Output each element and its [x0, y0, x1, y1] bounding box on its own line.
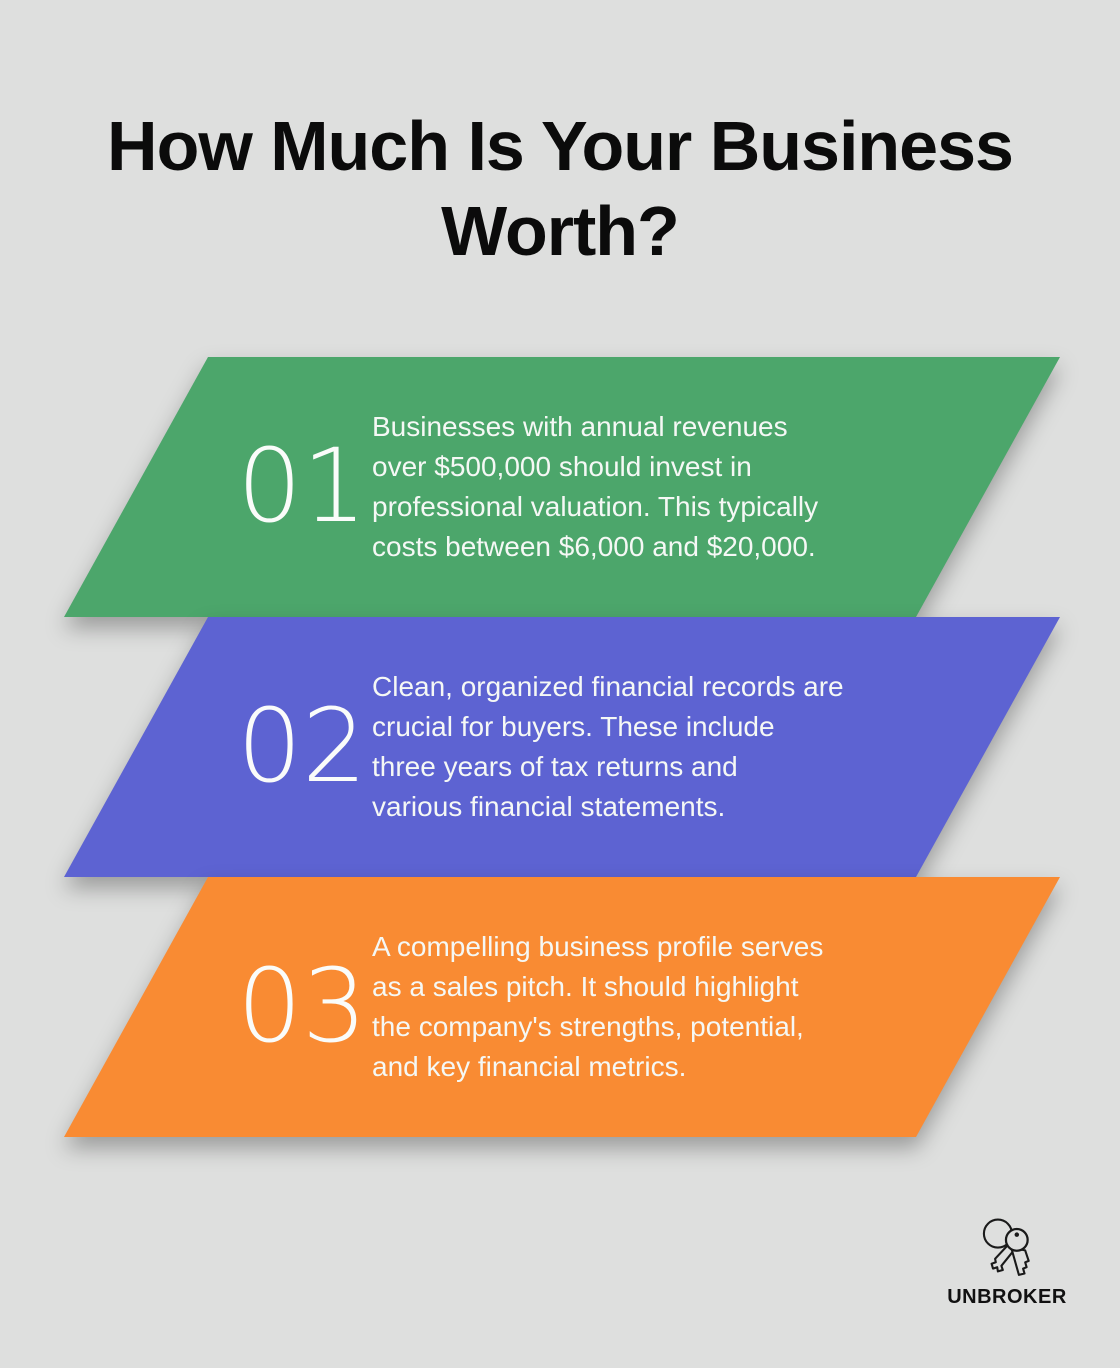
step-band-1: 01 Businesses with annual revenues over …	[64, 357, 1060, 617]
page-title-line-2: Worth?	[441, 192, 680, 270]
step-text-line: over $500,000 should invest in	[372, 451, 752, 482]
keys-icon	[971, 1214, 1043, 1284]
step-number-2: 02	[237, 687, 367, 806]
step-text-2: Clean, organized financial records are c…	[372, 667, 844, 827]
step-text-line: the company's strengths, potential,	[372, 1011, 804, 1042]
step-band-3-shadow	[64, 877, 1060, 1137]
step-band-3: 03 A compelling business profile serves …	[64, 877, 1060, 1137]
step-text-line: costs between $6,000 and $20,000.	[372, 531, 816, 562]
step-band-1-shape	[64, 357, 1060, 617]
step-band-2-shape	[64, 617, 1060, 877]
step-band-2-shadow	[64, 617, 1060, 877]
step-text-line: as a sales pitch. It should highlight	[372, 971, 799, 1002]
step-number-1: 01	[237, 427, 367, 546]
step-text-line: professional valuation. This typically	[372, 491, 819, 522]
step-text-line: three years of tax returns and	[372, 751, 738, 782]
step-text-line: A compelling business profile serves	[372, 931, 824, 962]
step-band-1-shadow	[64, 357, 1060, 617]
step-text-line: and key financial metrics.	[372, 1051, 687, 1082]
step-band-2: 02 Clean, organized financial records ar…	[64, 617, 1060, 877]
step-text-line: Clean, organized financial records are	[372, 671, 844, 702]
page-title-line-1: How Much Is Your Business	[107, 107, 1014, 185]
step-text-line: Businesses with annual revenues	[372, 411, 788, 442]
step-text-line: crucial for buyers. These include	[372, 711, 775, 742]
step-text-line: various financial statements.	[372, 791, 726, 822]
step-number-3: 03	[237, 947, 367, 1066]
brand-name: UNBROKER	[947, 1286, 1067, 1308]
step-text-1: Businesses with annual revenues over $50…	[372, 407, 818, 567]
step-text-3: A compelling business profile serves as …	[372, 927, 823, 1087]
page-title: How Much Is Your Business Worth?	[0, 104, 1120, 274]
brand-logo: UNBROKER	[947, 1214, 1067, 1309]
step-band-3-shape	[64, 877, 1060, 1137]
